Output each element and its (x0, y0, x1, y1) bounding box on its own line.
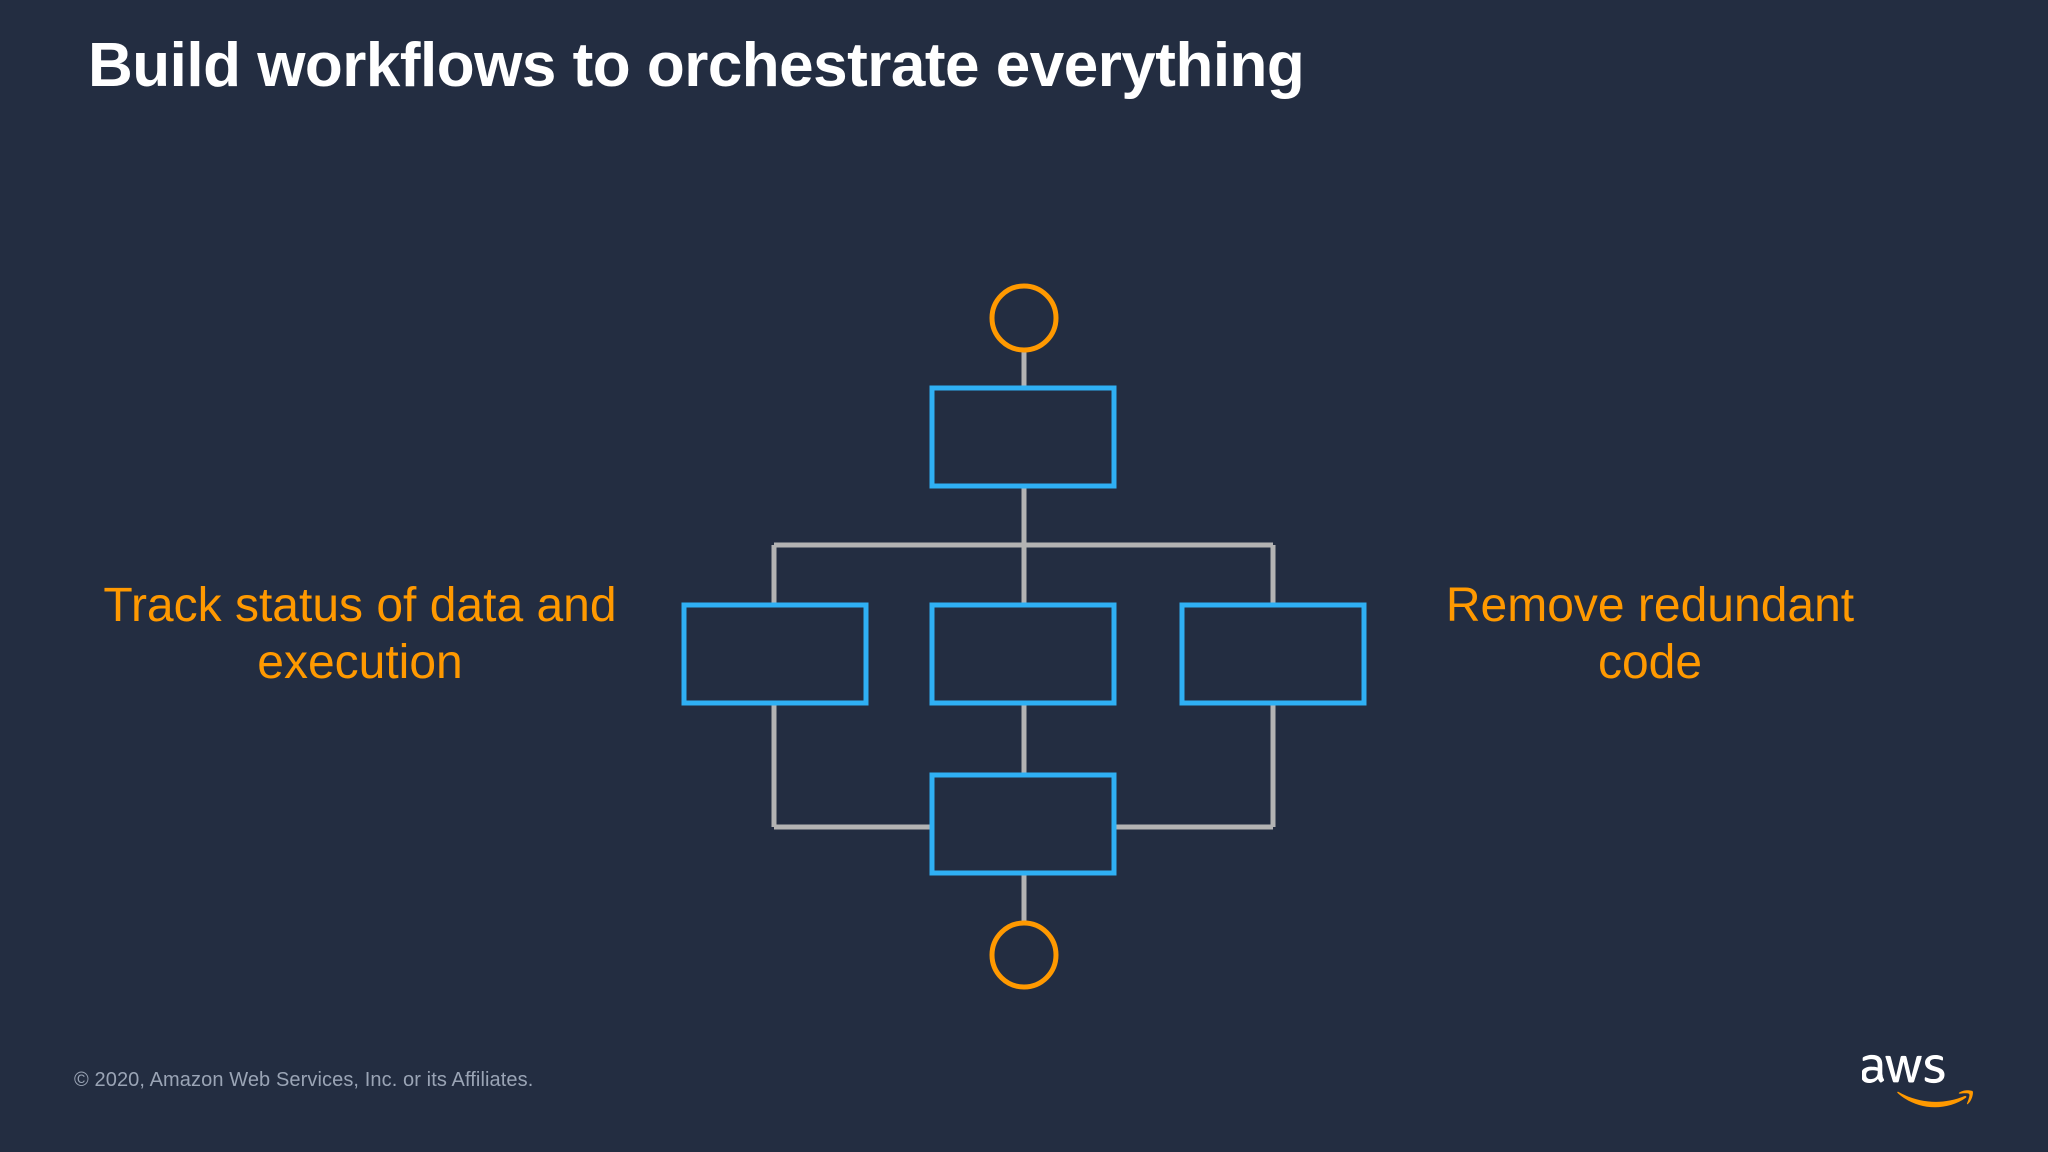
node-task-1[interactable] (929, 385, 1117, 489)
diagram-nodes (681, 283, 1367, 990)
aws-wordmark-icon (1862, 1054, 1945, 1084)
aws-smile-arrow-icon (1897, 1090, 1973, 1108)
node-end-circle[interactable] (989, 920, 1059, 990)
diagram-connectors (771, 350, 1276, 923)
node-start-circle[interactable] (989, 283, 1059, 353)
footer-copyright: © 2020, Amazon Web Services, Inc. or its… (74, 1069, 534, 1091)
callout-right-label: Remove redundant code (1445, 579, 1855, 689)
page-title: Build workflows to orchestrate everythin… (88, 31, 1305, 100)
node-task-2a[interactable] (681, 602, 869, 706)
node-task-2b[interactable] (929, 602, 1117, 706)
aws-logo (1862, 1052, 1978, 1114)
node-task-3[interactable] (929, 772, 1117, 876)
callout-left-label: Track status of data and execution (103, 579, 617, 689)
node-task-2c[interactable] (1179, 602, 1367, 706)
